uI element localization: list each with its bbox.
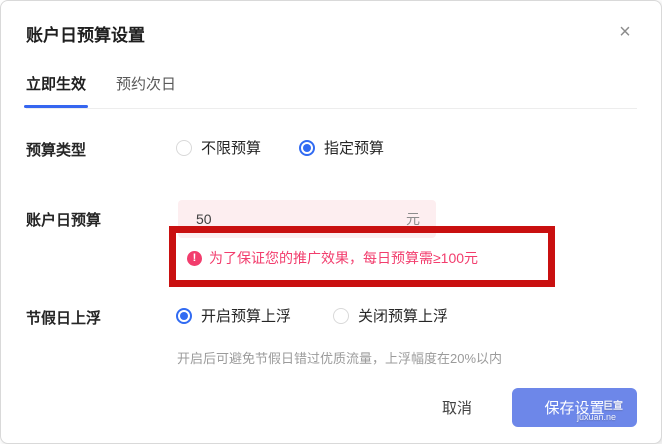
close-icon[interactable]: × <box>619 21 631 43</box>
radio-unlimited-budget-label: 不限预算 <box>201 140 262 157</box>
radio-selected-icon <box>176 307 192 324</box>
holiday-boost-hint: 开启后可避免节假日错过优质流量，上浮幅度在20%以内 <box>177 351 503 366</box>
budget-type-radio-group: 不限预算 指定预算 <box>176 137 384 158</box>
save-settings-button[interactable]: 保存设置 <box>512 388 637 427</box>
tabs-bar: 立即生效 预约次日 <box>23 73 177 108</box>
daily-budget-input[interactable] <box>178 211 406 227</box>
daily-budget-label: 账户日预算 <box>26 212 102 229</box>
radio-disable-boost-label: 关闭预算上浮 <box>358 308 449 325</box>
error-exclamation-icon: ! <box>187 250 202 266</box>
tabs-divider <box>26 108 637 109</box>
radio-specified-budget[interactable]: 指定预算 <box>299 137 384 158</box>
daily-budget-field: 元 <box>178 200 436 238</box>
radio-unselected-icon <box>176 139 192 156</box>
dialog-footer: 取消 保存设置 <box>423 388 637 427</box>
radio-specified-budget-label: 指定预算 <box>324 140 385 157</box>
radio-disable-boost[interactable]: 关闭预算上浮 <box>333 305 448 326</box>
holiday-boost-radio-group: 开启预算上浮 关闭预算上浮 <box>176 305 448 326</box>
budget-error-message: ! 为了保证您的推广效果，每日预算需≥100元 <box>187 248 478 268</box>
radio-enable-boost[interactable]: 开启预算上浮 <box>176 305 291 326</box>
radio-selected-icon <box>299 139 316 156</box>
tab-schedule-next-day[interactable]: 预约次日 <box>116 76 177 93</box>
radio-enable-boost-label: 开启预算上浮 <box>201 308 292 325</box>
cancel-button[interactable]: 取消 <box>423 389 490 426</box>
budget-error-text: 为了保证您的推广效果，每日预算需≥100元 <box>209 250 479 266</box>
tab-effective-immediately[interactable]: 立即生效 <box>23 73 89 108</box>
holiday-boost-label: 节假日上浮 <box>26 310 102 327</box>
dialog-title: 账户日预算设置 <box>26 26 145 45</box>
currency-unit-label: 元 <box>406 211 420 227</box>
radio-unselected-icon <box>333 307 350 324</box>
radio-unlimited-budget[interactable]: 不限预算 <box>176 137 261 158</box>
budget-type-label: 预算类型 <box>26 142 87 159</box>
